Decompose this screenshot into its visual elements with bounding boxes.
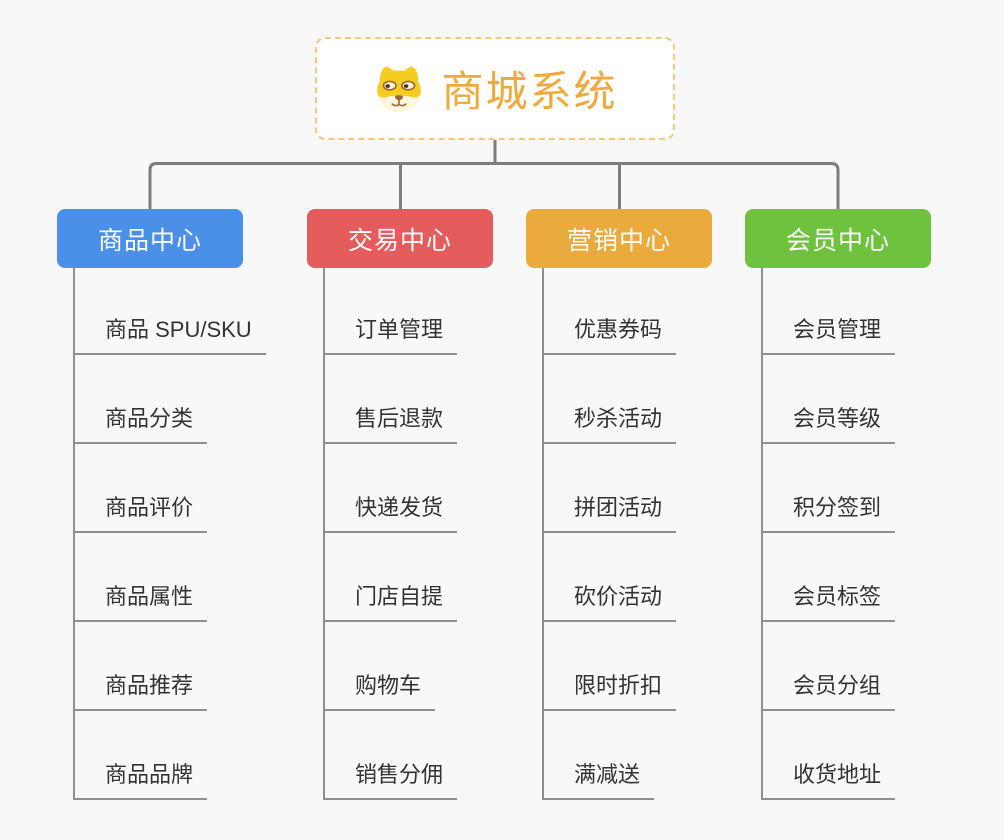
branch-rail-line	[148, 162, 840, 210]
leaf-node[interactable]: 优惠券码	[544, 268, 677, 355]
leaf-node[interactable]: 商品属性	[75, 533, 208, 622]
leaf-node[interactable]: 售后退款	[325, 355, 458, 444]
branch-column-product: 商品中心 商品 SPU/SKU 商品分类 商品评价 商品属性 商品推荐 商品品牌	[57, 209, 266, 800]
leaf-node[interactable]: 商品品牌	[75, 711, 208, 800]
leaf-node[interactable]: 收货地址	[763, 711, 896, 800]
leaf-node[interactable]: 会员分组	[763, 622, 896, 711]
leaf-label: 销售分佣	[355, 762, 444, 787]
branch-node-member[interactable]: 会员中心	[745, 209, 931, 268]
branch-label: 商品中心	[97, 226, 202, 255]
leaf-node[interactable]: 快递发货	[325, 444, 458, 533]
leaf-node[interactable]: 商品推荐	[75, 622, 208, 711]
leaf-label: 拼团活动	[574, 495, 663, 520]
leaf-label: 商品品牌	[105, 762, 194, 787]
leaf-node[interactable]: 商品分类	[75, 355, 208, 444]
leaf-label: 会员等级	[793, 406, 882, 431]
leaf-node[interactable]: 砍价活动	[544, 533, 677, 622]
leaf-node[interactable]: 会员管理	[763, 268, 896, 355]
leaf-label: 满减送	[574, 762, 641, 787]
leaf-label: 商品评价	[105, 495, 194, 520]
leaf-label: 快递发货	[355, 495, 444, 520]
leaf-node[interactable]: 商品评价	[75, 444, 208, 533]
leaf-node[interactable]: 限时折扣	[544, 622, 677, 711]
leaf-label: 商品分类	[105, 406, 194, 431]
root-title: 商城系统	[441, 68, 618, 115]
leaf-label: 优惠券码	[574, 317, 663, 342]
leaf-node[interactable]: 满减送	[544, 711, 655, 800]
leaf-node[interactable]: 会员等级	[763, 355, 896, 444]
leaf-node[interactable]: 订单管理	[325, 268, 458, 355]
leaf-label: 门店自提	[355, 584, 444, 609]
doge-icon	[377, 65, 422, 112]
leaf-node[interactable]: 销售分佣	[325, 711, 458, 800]
branch-label: 会员中心	[785, 226, 890, 255]
branch-node-trade[interactable]: 交易中心	[307, 209, 493, 268]
leaf-label: 订单管理	[355, 317, 444, 342]
leaf-label: 积分签到	[793, 495, 882, 520]
branch-column-member: 会员中心 会员管理 会员等级 积分签到 会员标签 会员分组 收货地址	[745, 209, 932, 800]
leaf-label: 会员管理	[793, 317, 882, 342]
leaf-node[interactable]: 会员标签	[763, 533, 896, 622]
branch-node-marketing[interactable]: 营销中心	[526, 209, 712, 268]
branch-node-product[interactable]: 商品中心	[57, 209, 243, 268]
root-node[interactable]: 商城系统	[315, 37, 675, 140]
leaf-node[interactable]: 秒杀活动	[544, 355, 677, 444]
leaf-label: 砍价活动	[574, 584, 663, 609]
leaf-list-product: 商品 SPU/SKU 商品分类 商品评价 商品属性 商品推荐 商品品牌	[73, 268, 266, 800]
leaf-label: 售后退款	[355, 406, 444, 431]
leaf-label: 商品 SPU/SKU	[105, 317, 252, 342]
leaf-list-marketing: 优惠券码 秒杀活动 拼团活动 砍价活动 限时折扣 满减送	[542, 268, 677, 800]
branch-column-trade: 交易中心 订单管理 售后退款 快递发货 门店自提 购物车 销售分佣	[307, 209, 494, 800]
leaf-node[interactable]: 购物车	[325, 622, 436, 711]
leaf-list-member: 会员管理 会员等级 积分签到 会员标签 会员分组 收货地址	[761, 268, 896, 800]
leaf-label: 收货地址	[793, 762, 882, 787]
leaf-label: 购物车	[355, 673, 422, 698]
leaf-label: 限时折扣	[574, 673, 663, 698]
leaf-node[interactable]: 积分签到	[763, 444, 896, 533]
branch-label: 交易中心	[347, 226, 452, 255]
leaf-label: 会员分组	[793, 673, 882, 698]
leaf-label: 商品属性	[105, 584, 194, 609]
leaf-label: 商品推荐	[105, 673, 194, 698]
branch-column-marketing: 营销中心 优惠券码 秒杀活动 拼团活动 砍价活动 限时折扣 满减送	[526, 209, 713, 800]
leaf-node[interactable]: 商品 SPU/SKU	[75, 268, 266, 355]
leaf-label: 会员标签	[793, 584, 882, 609]
leaf-node[interactable]: 门店自提	[325, 533, 458, 622]
leaf-node[interactable]: 拼团活动	[544, 444, 677, 533]
leaf-label: 秒杀活动	[574, 406, 663, 431]
leaf-list-trade: 订单管理 售后退款 快递发货 门店自提 购物车 销售分佣	[323, 268, 458, 800]
branch-label: 营销中心	[566, 226, 671, 255]
